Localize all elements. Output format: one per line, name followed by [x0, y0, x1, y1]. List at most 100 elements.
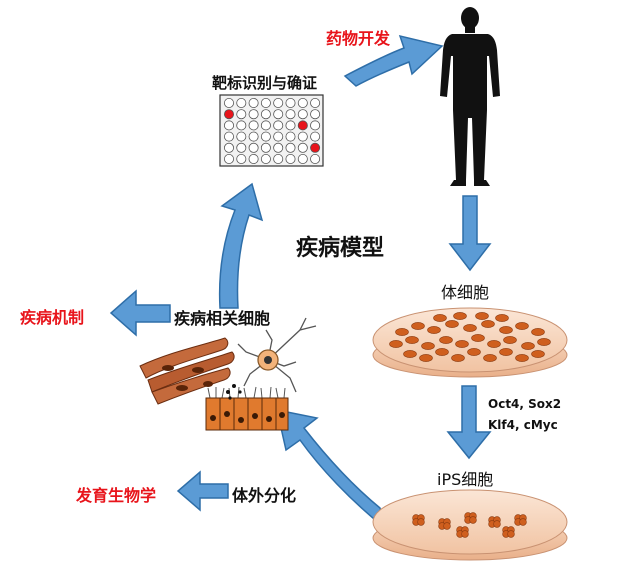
somatic-cell	[421, 342, 435, 350]
ips-colony-cell	[507, 530, 515, 538]
well	[223, 153, 234, 164]
well	[223, 142, 234, 153]
somatic-cell	[427, 326, 441, 334]
arrow-to-somatic-cells	[448, 195, 492, 272]
ips-colony-cell	[443, 522, 451, 530]
arrow-to-drug-development	[343, 34, 444, 87]
center-title: 疾病模型	[296, 236, 385, 261]
ips-colony-cell	[469, 516, 477, 524]
well	[273, 153, 284, 164]
somatic-cell	[463, 324, 477, 332]
well	[248, 98, 259, 109]
well	[285, 120, 296, 131]
well	[310, 98, 321, 109]
somatic-cell	[531, 328, 545, 336]
somatic-cell	[531, 350, 545, 358]
well	[273, 109, 284, 120]
somatic-cell	[495, 314, 509, 322]
somatic-cell	[475, 312, 489, 320]
well	[223, 98, 234, 109]
well	[285, 131, 296, 142]
label-reprogramming-factors-2: Klf4, cMyc	[488, 418, 558, 432]
well	[297, 120, 308, 131]
well	[310, 131, 321, 142]
label-developmental-biology: 发育生物学	[76, 486, 157, 505]
well	[310, 142, 321, 153]
well	[273, 131, 284, 142]
somatic-cell	[515, 322, 529, 330]
arrow-to-developmental-biology	[176, 470, 229, 512]
somatic-cell	[471, 334, 485, 342]
well	[297, 153, 308, 164]
arrow-to-target-identification	[218, 182, 264, 309]
human-silhouette-icon	[440, 7, 500, 186]
somatic-cell	[499, 326, 513, 334]
well	[285, 153, 296, 164]
well	[236, 109, 247, 120]
somatic-cell	[481, 320, 495, 328]
epithelial-cell-icon	[205, 384, 289, 431]
well	[248, 142, 259, 153]
somatic-cell	[453, 312, 467, 320]
somatic-cell	[395, 328, 409, 336]
somatic-cell	[451, 354, 465, 362]
well	[310, 120, 321, 131]
well	[285, 109, 296, 120]
well	[236, 98, 247, 109]
well	[285, 142, 296, 153]
arrow-to-disease-mechanism	[109, 289, 171, 337]
somatic-cell	[411, 322, 425, 330]
well	[310, 109, 321, 120]
well	[223, 131, 234, 142]
label-ips-cells: iPS细胞	[437, 470, 494, 489]
somatic-cell	[487, 340, 501, 348]
well	[248, 153, 259, 164]
well	[223, 120, 234, 131]
somatic-cell	[515, 354, 529, 362]
somatic-cell	[537, 338, 551, 346]
somatic-cell	[439, 336, 453, 344]
well	[260, 153, 271, 164]
somatic-cell	[521, 342, 535, 350]
well	[260, 131, 271, 142]
label-disease-related-cells: 疾病相关细胞	[174, 309, 271, 328]
somatic-cell	[389, 340, 403, 348]
label-disease-mechanism: 疾病机制	[20, 308, 85, 327]
well	[236, 131, 247, 142]
well-plate-icon	[219, 94, 324, 167]
well	[248, 131, 259, 142]
label-target-identification: 靶标识别与确证	[212, 74, 318, 92]
somatic-cell	[445, 320, 459, 328]
well	[273, 120, 284, 131]
well	[297, 109, 308, 120]
ips-colony-cell	[417, 518, 425, 526]
well	[260, 142, 271, 153]
well	[310, 153, 321, 164]
well	[248, 109, 259, 120]
well	[260, 109, 271, 120]
ips-colony-cell	[493, 520, 501, 528]
ips-colony-cell	[461, 530, 469, 538]
somatic-cell	[403, 350, 417, 358]
somatic-cell	[419, 354, 433, 362]
arrow-to-ips-cells	[446, 385, 492, 460]
well	[223, 109, 234, 120]
well	[273, 98, 284, 109]
muscle-cell-icon	[139, 337, 235, 405]
neuron-icon	[237, 317, 317, 393]
somatic-cell	[467, 348, 481, 356]
somatic-cell	[483, 354, 497, 362]
well	[297, 142, 308, 153]
petri-dish-ips	[372, 489, 568, 561]
label-somatic-cells: 体细胞	[441, 283, 490, 302]
somatic-cell	[433, 314, 447, 322]
label-drug-development: 药物开发	[326, 29, 391, 48]
well	[248, 120, 259, 131]
arrow-to-disease-cells	[276, 409, 387, 530]
somatic-cell	[499, 348, 513, 356]
well	[297, 98, 308, 109]
well	[236, 153, 247, 164]
ips-colony-cell	[519, 518, 527, 526]
